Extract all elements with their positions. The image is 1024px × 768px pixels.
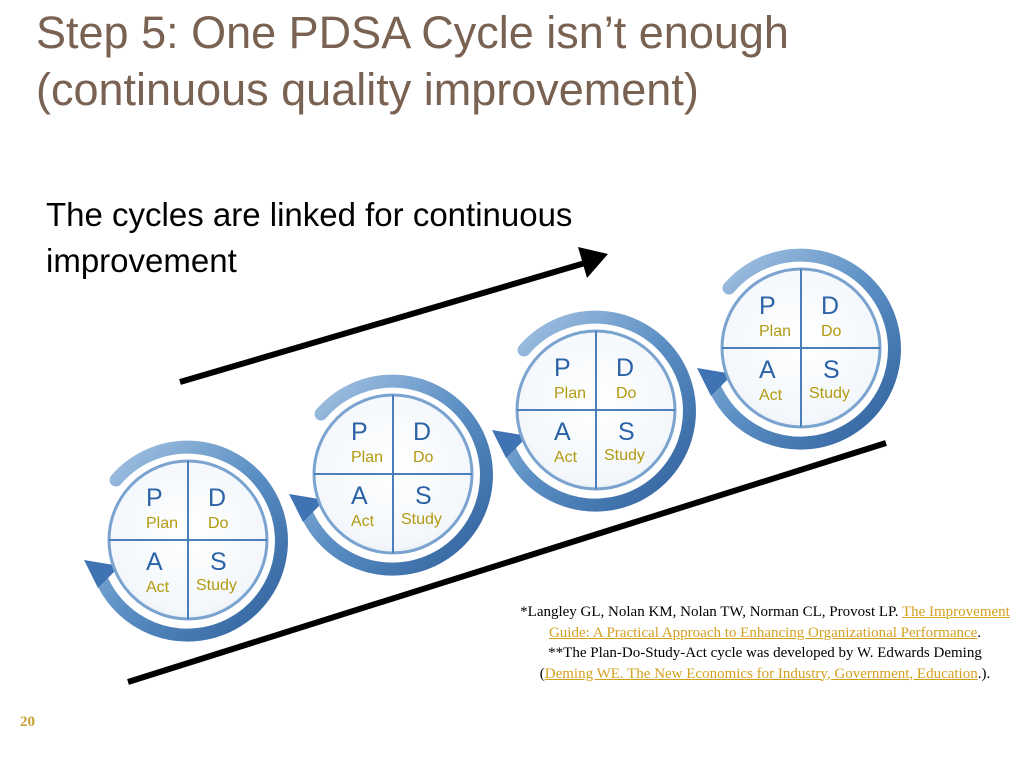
progress-arrow-line <box>179 260 586 385</box>
cycle-4-letter-s: S <box>823 356 840 384</box>
slide-title: Step 5: One PDSA Cycle isn’t enough (con… <box>36 7 789 115</box>
cycle-3-letter-d: D <box>616 354 634 382</box>
slide-subtitle: The cycles are linked for continuous imp… <box>46 196 573 279</box>
cycle-3-word-plan: Plan <box>554 385 586 402</box>
cycle-4-letter-d: D <box>821 292 839 320</box>
cycle-4-word-plan: Plan <box>759 323 791 340</box>
cycle-1-letter-s: S <box>210 548 227 576</box>
cycle-3-letter-s: S <box>618 418 635 446</box>
cycle-4-word-do: Do <box>821 323 842 340</box>
cycle-2-letter-a: A <box>351 482 368 510</box>
cycle-3-word-study: Study <box>604 447 645 464</box>
citation-text-2: . <box>977 624 982 641</box>
citation-text-3: **The Plan-Do-Study-Act cycle was develo… <box>539 645 982 682</box>
cycle-1-word-act: Act <box>146 579 170 596</box>
cycle-2-letter-d: D <box>413 418 431 446</box>
pdsa-cycle-1: P D Plan Do A S Act Study <box>84 447 281 635</box>
cycle-2-letter-s: S <box>415 482 432 510</box>
citation-text-4: .). <box>977 665 991 682</box>
progress-arrowhead <box>578 247 608 278</box>
cycle-2-word-study: Study <box>401 511 442 528</box>
baseline-line <box>127 440 887 685</box>
cycle-1-word-plan: Plan <box>146 515 178 532</box>
cycle-4-word-act: Act <box>759 387 783 404</box>
pdsa-cycle-4: P D Plan Do A S Act Study <box>697 255 894 443</box>
citation: *Langley GL, Nolan KM, Nolan TW, Norman … <box>520 602 1010 684</box>
citation-text-1: *Langley GL, Nolan KM, Nolan TW, Norman … <box>520 604 902 620</box>
cycle-2-word-act: Act <box>351 513 375 530</box>
cycle-4-letter-a: A <box>759 356 776 384</box>
cycle-2-letter-p: P <box>351 418 368 446</box>
cycle-2-word-do: Do <box>413 449 434 466</box>
pdsa-cycle-2: P D Plan Do A S Act Study <box>289 381 486 569</box>
cycle-3-letter-p: P <box>554 354 571 382</box>
cycle-2-word-plan: Plan <box>351 449 383 466</box>
cycle-1-letter-a: A <box>146 548 163 576</box>
deming-link[interactable]: Deming WE. The New Economics for Industr… <box>544 665 978 682</box>
cycle-1-letter-p: P <box>146 484 163 512</box>
cycle-1-word-study: Study <box>196 577 237 594</box>
cycle-3-word-do: Do <box>616 385 637 402</box>
improvement-guide-link[interactable]: The Improvement Guide: A Practical Appro… <box>548 604 1010 641</box>
cycle-4-letter-p: P <box>759 292 776 320</box>
cycle-1-letter-d: D <box>208 484 226 512</box>
cycle-3-word-act: Act <box>554 449 578 466</box>
cycle-3-letter-a: A <box>554 418 571 446</box>
cycle-1-word-do: Do <box>208 515 229 532</box>
pdsa-cycle-3: P D Plan Do A S Act Study <box>492 317 689 505</box>
slide-number: 20 <box>20 714 35 730</box>
cycle-4-word-study: Study <box>809 385 850 402</box>
